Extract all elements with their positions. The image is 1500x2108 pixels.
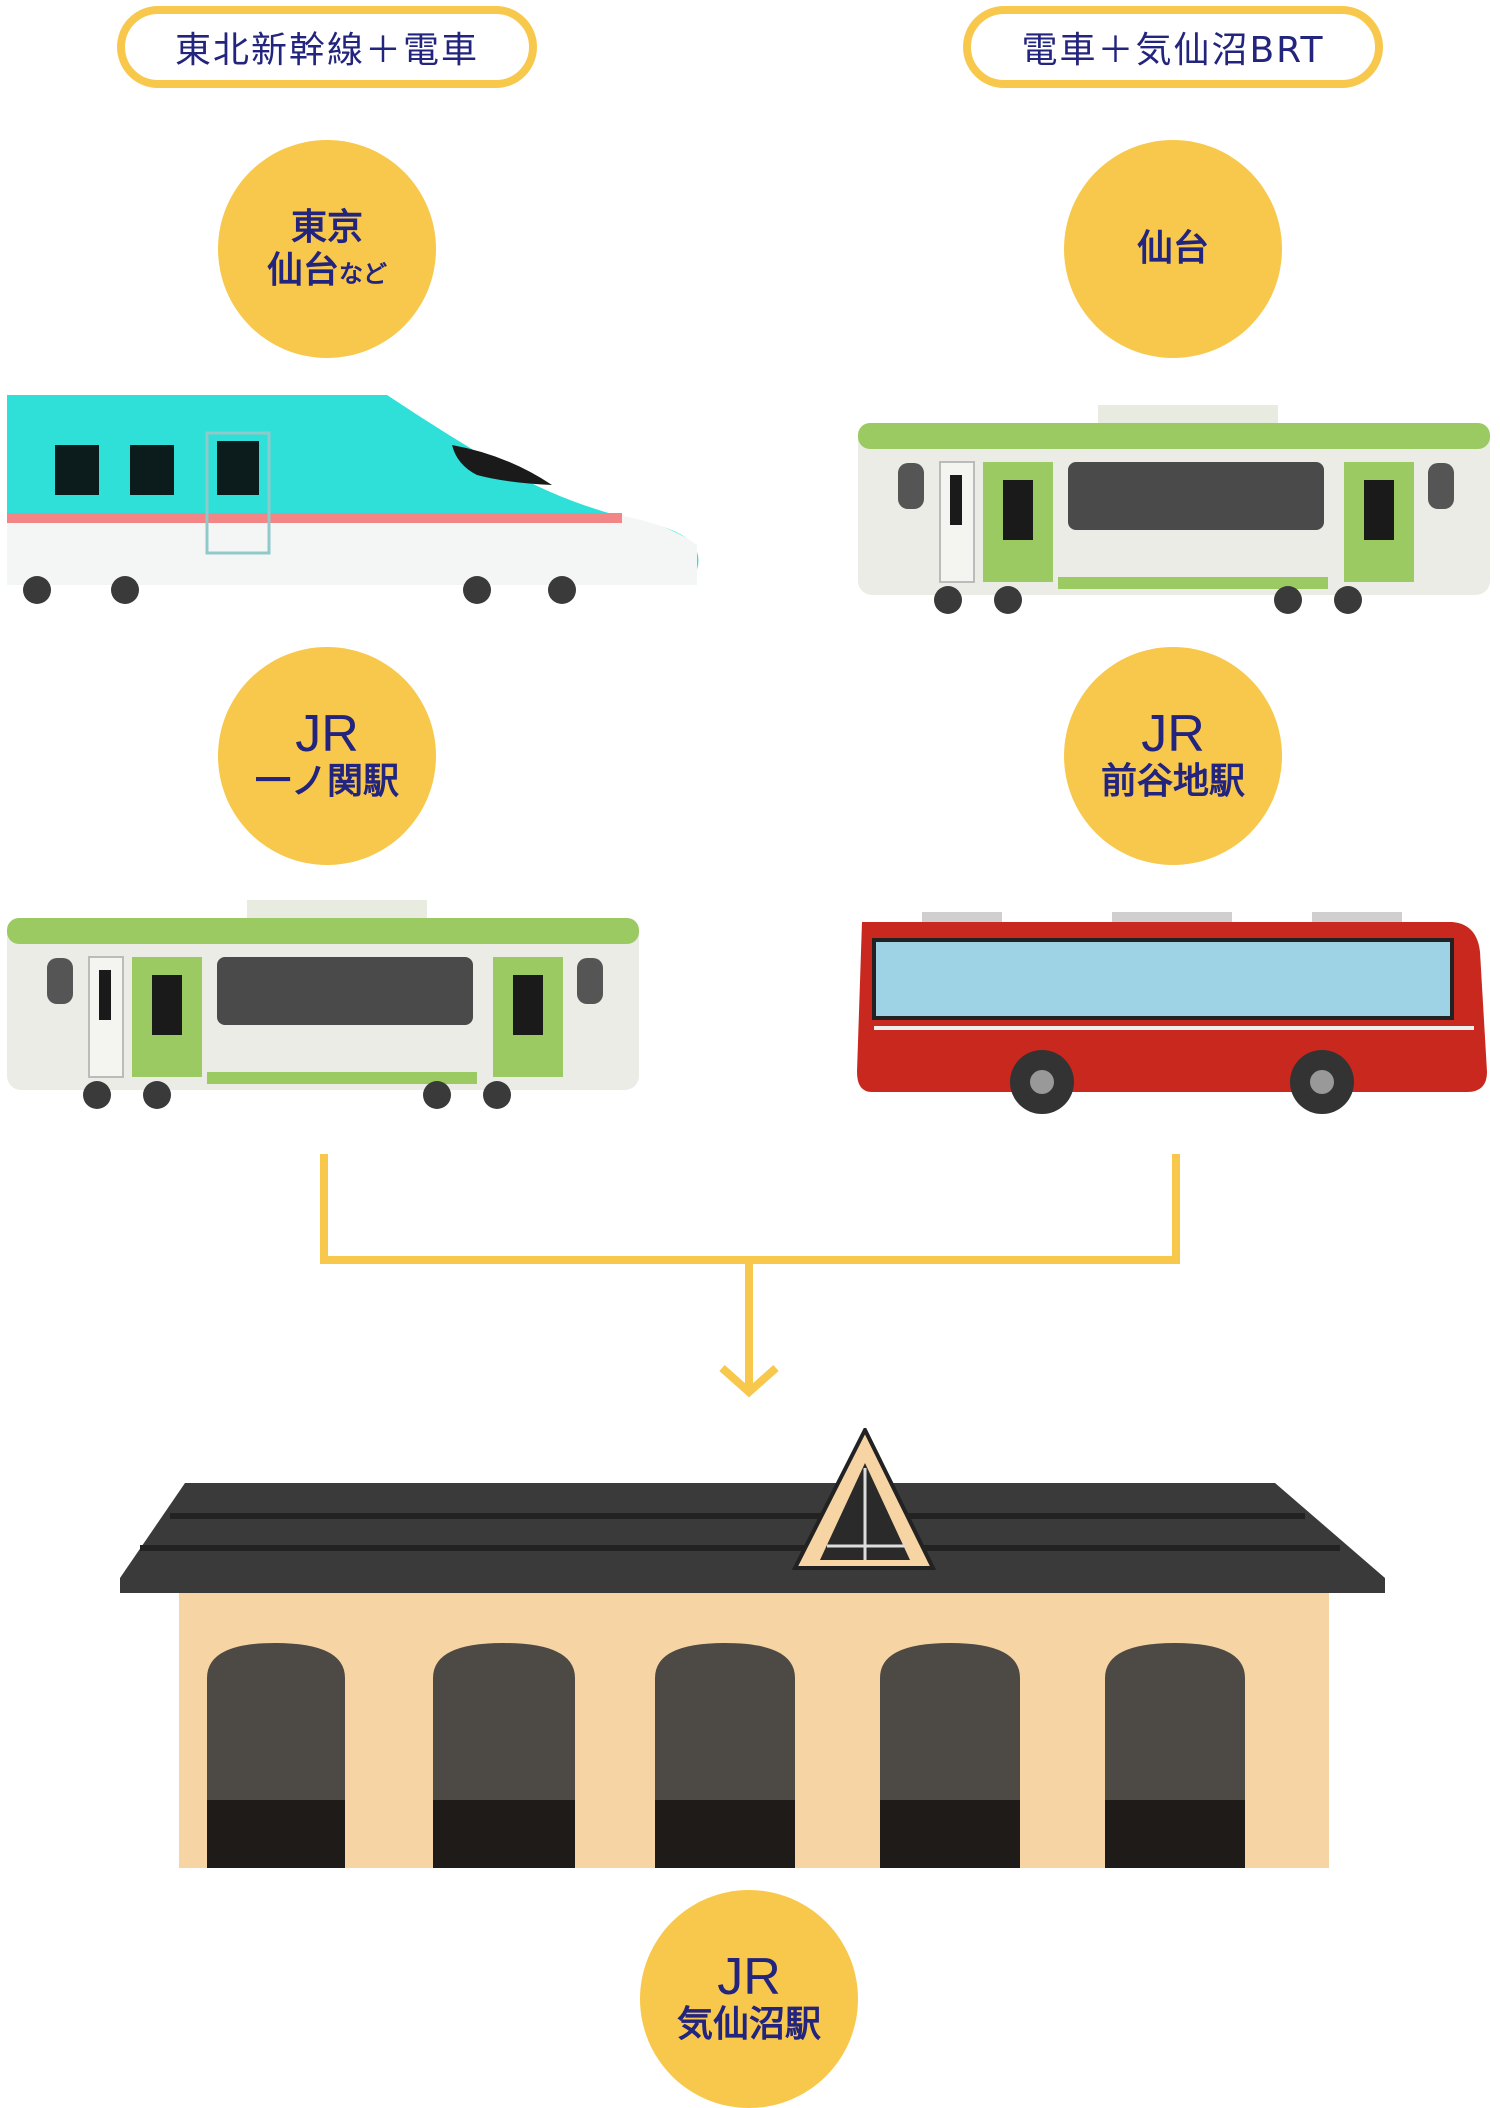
station-name: 気仙沼駅 (676, 2004, 821, 2046)
transfer-badge-ichinoseki: JR 一ノ関駅 (218, 647, 436, 865)
station-prefix: JR (717, 1948, 781, 2007)
local-train-illustration (7, 900, 639, 1109)
origin-badge-tokyo-sendai: 東京 仙台など (218, 140, 436, 358)
origin-badge-sendai: 仙台 (1064, 140, 1282, 358)
station-prefix: JR (1141, 705, 1205, 764)
route-label-text: 電車＋気仙沼BRT (1021, 30, 1325, 71)
transfer-badge-maeyachi: JR 前谷地駅 (1064, 647, 1282, 865)
arrow-down-icon (719, 1365, 779, 1398)
origin-line1: 仙台 (1136, 228, 1209, 270)
brt-bus-illustration (857, 912, 1487, 1114)
route-merge-connector (320, 1154, 1180, 1398)
origin-line1: 東京 (290, 206, 363, 248)
origin-line2: 仙台 (266, 250, 339, 291)
destination-badge-kesennuma: JR 気仙沼駅 (640, 1890, 858, 2108)
origin-suffix: など (339, 260, 387, 288)
local-train-illustration (858, 405, 1490, 614)
route-label-brt: 電車＋気仙沼BRT (963, 6, 1383, 88)
shinkansen-illustration (7, 395, 699, 604)
route-label-shinkansen: 東北新幹線＋電車 (117, 6, 537, 88)
station-name: 前谷地駅 (1100, 761, 1245, 803)
route-label-text: 東北新幹線＋電車 (174, 30, 479, 71)
station-prefix: JR (295, 705, 359, 764)
station-name: 一ノ関駅 (254, 761, 399, 803)
kesennuma-station-illustration (120, 1428, 1385, 1868)
